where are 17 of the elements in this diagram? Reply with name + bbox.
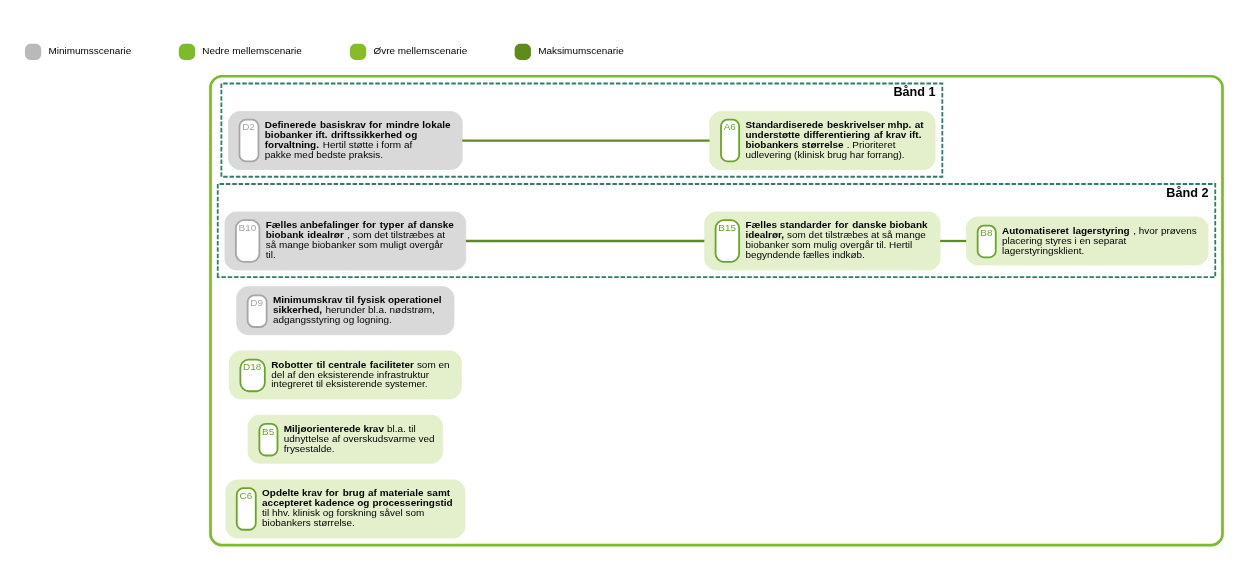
connector <box>465 239 705 243</box>
node-box: B15 Fælles standarder for danske biobank idealrør, som det tilstræbes at så mange biobanker som mulig overgår til. Hertil begyndende fælles indkøb. <box>704 211 941 271</box>
node-box: B10 Fælles anbefalinger for typer af danske biobank idealrør, som det tilstræbes at så mange biobanker som muligt overgår til. <box>224 211 467 271</box>
connector <box>462 139 710 142</box>
legend-label: Minimumsscenarie <box>48 45 132 57</box>
legend-label: Maksimumscenarie <box>538 45 624 57</box>
node-box: B5 Miljøorienterede krav bl.a. til udnyttelse af overskudsvarme ved frysestalde. <box>247 414 444 464</box>
node-box: D18 Robotter til centrale faciliteter som en del af den eksisterende infrastruktur integreret til eksisterende systemer. <box>229 350 462 400</box>
node-box: A6 Standardiserede beskrivelser mhp. at understøtte differentiering af krav ift. biobankers størrelse. Prioriteret udlevering (klinisk brug har forrang). <box>709 111 936 170</box>
node-box: B8 Automatiseret lagerstyring, hvor prøvens placering styres i en separat lagerstyringsklient. <box>965 216 1209 266</box>
node-box: D9 Minimumskrav til fysisk operationel sikkerhed, herunder bl.a. nødstrøm, adgangsstyring og logning. <box>236 286 455 336</box>
legend-label: Nedre mellemscenarie <box>202 45 302 57</box>
connector <box>940 239 967 243</box>
node-box: D2 Definerede basiskrav for mindre lokale biobanker ift. driftssikkerhed og forvaltning. Hertil støtte i form af pakke med bedste praksis. <box>228 111 463 170</box>
node-box: C6 Opdelte krav for brug af materiale samt accepteret kadence og processeringstid til hhv. klinisk og forskning såvel som biobankers størrelse. <box>225 479 466 539</box>
cluster <box>209 74 1224 547</box>
legend-label: Øvre mellemscenarie <box>373 45 468 57</box>
